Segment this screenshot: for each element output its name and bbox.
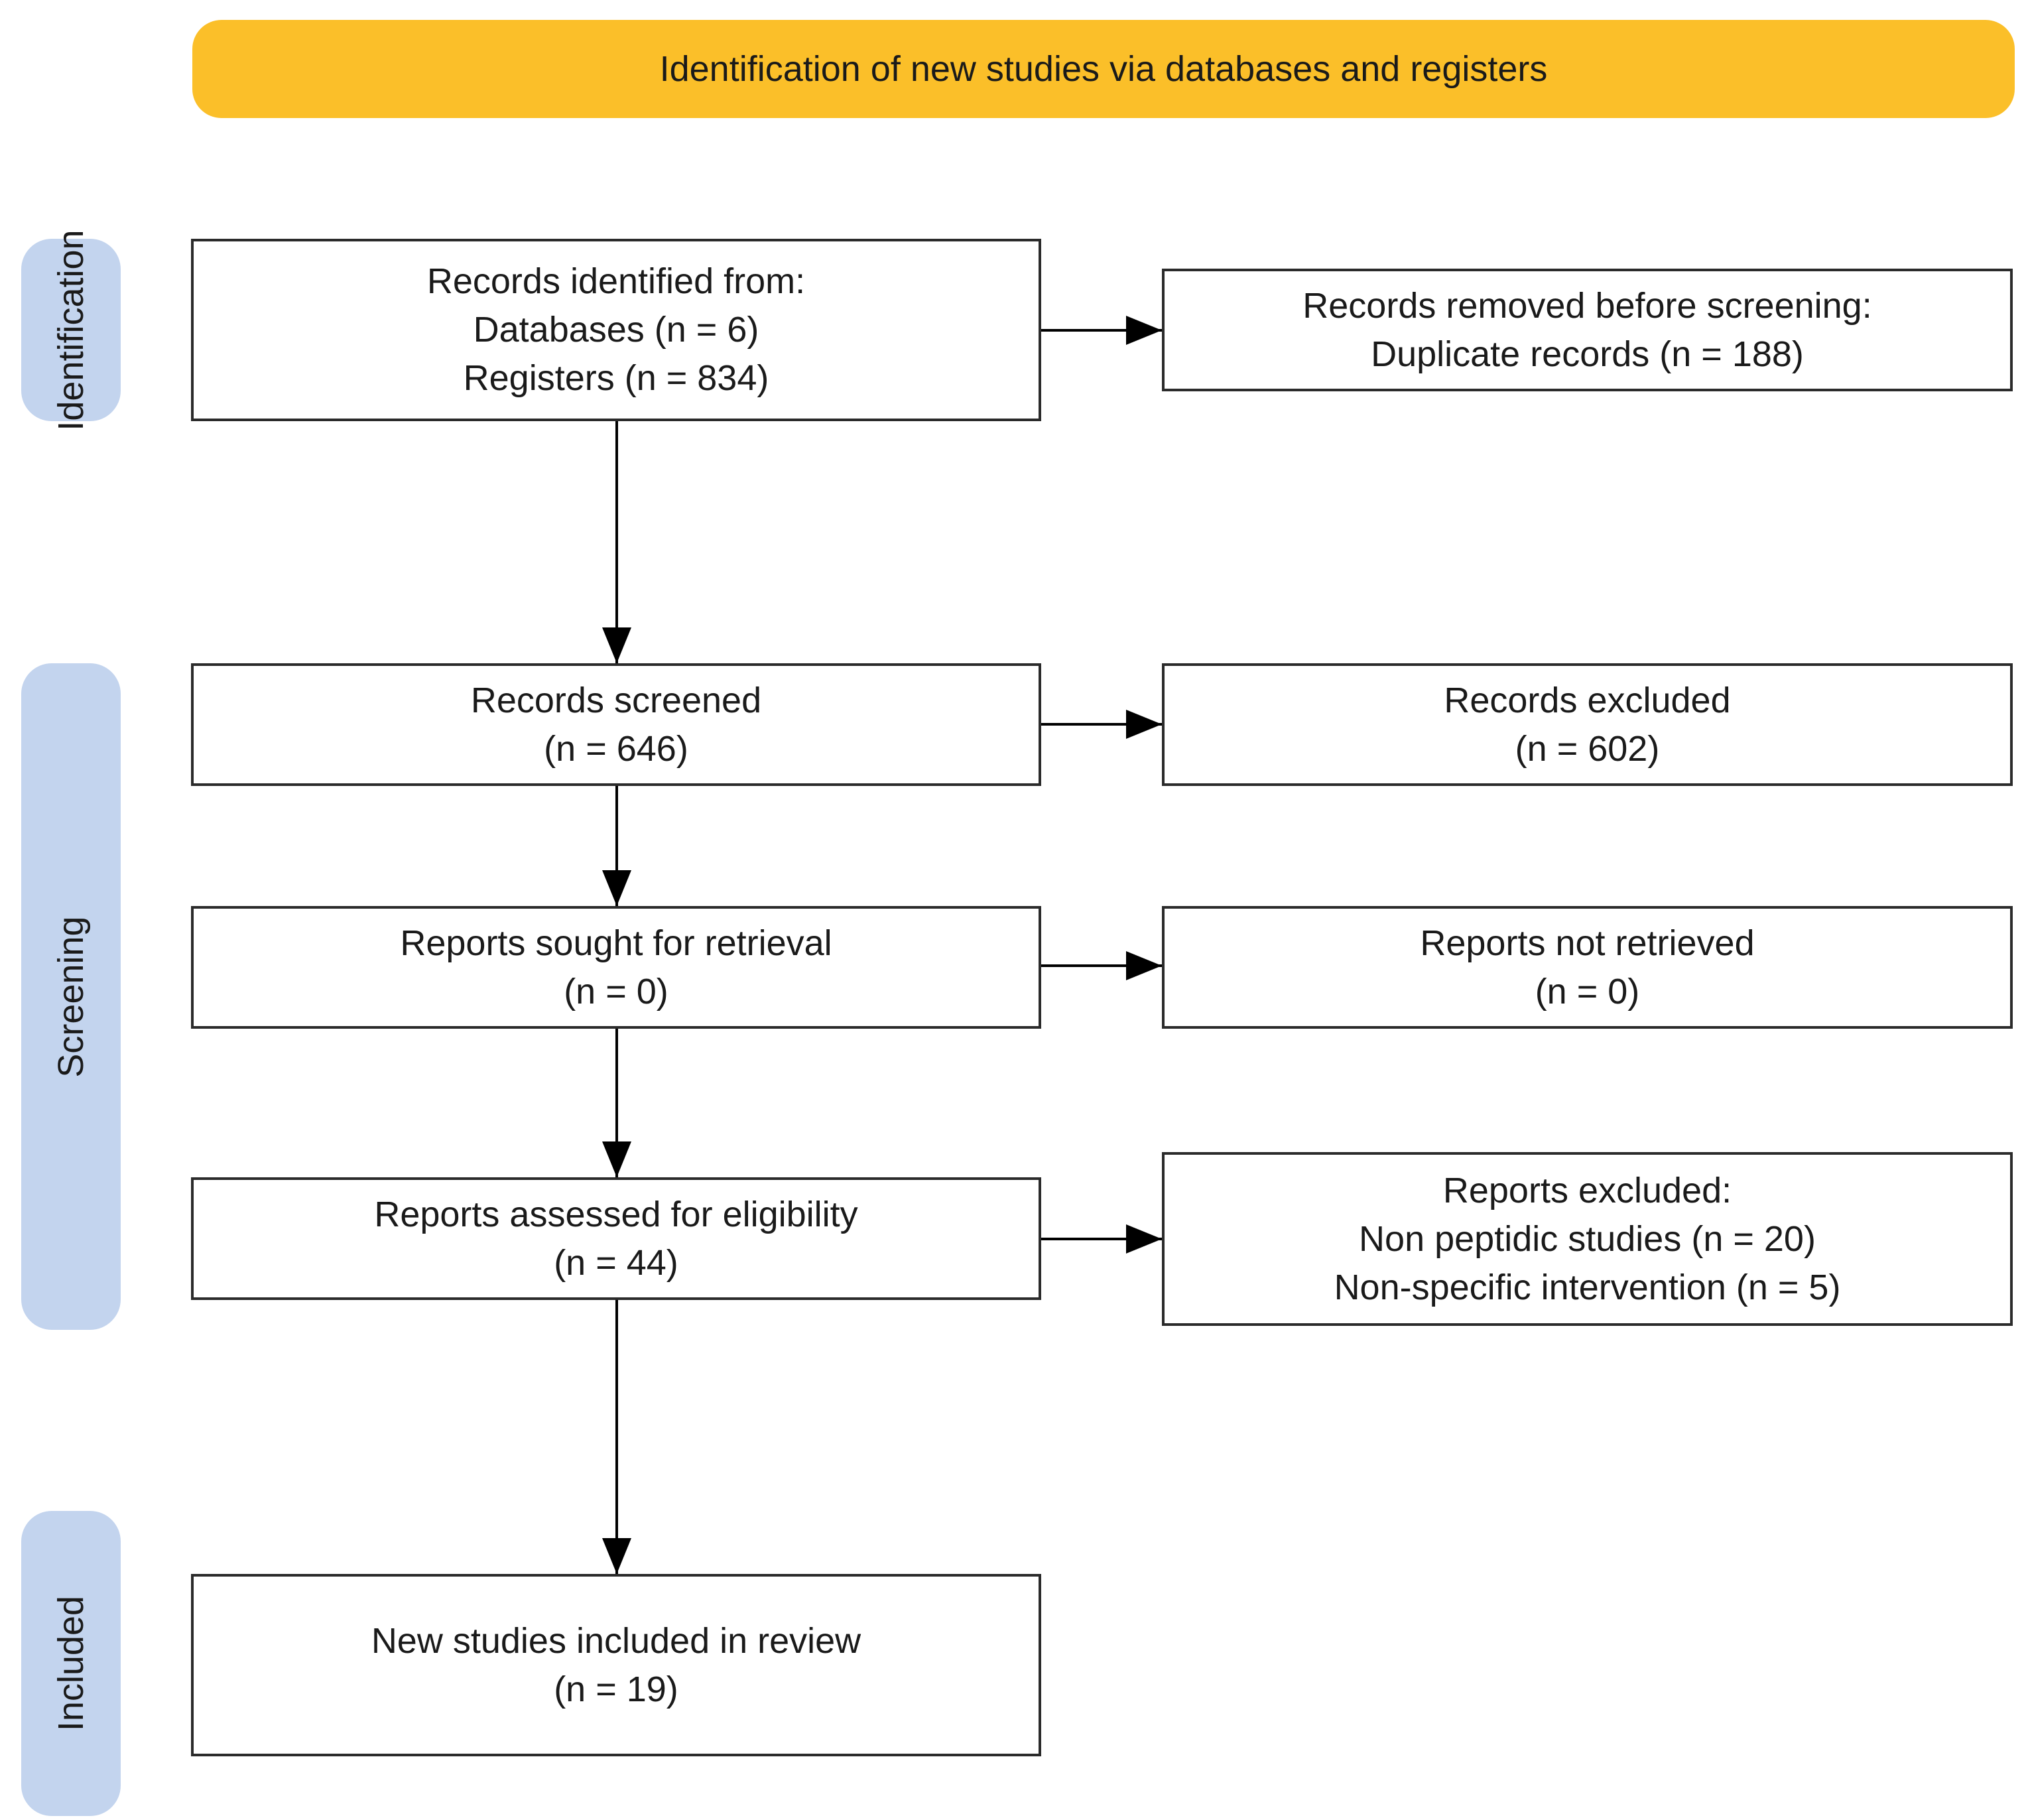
reports-assessed-title: Reports assessed for eligibility <box>374 1194 858 1234</box>
arrowhead-right-4 <box>1126 1224 1162 1254</box>
records-removed-duplicates: Duplicate records (n = 188) <box>1371 334 1804 374</box>
header-banner: Identification of new studies via databa… <box>192 20 2015 118</box>
records-excluded-count: (n = 602) <box>1515 728 1660 769</box>
studies-included-title: New studies included in review <box>371 1620 861 1661</box>
arrowhead-right-1 <box>1126 316 1162 345</box>
reports-sought-box: Reports sought for retrieval (n = 0) <box>191 906 1041 1029</box>
records-screened-count: (n = 646) <box>544 728 688 769</box>
records-screened-title: Records screened <box>470 680 762 720</box>
records-removed-title: Records removed before screening: <box>1302 285 1872 326</box>
reports-assessed-count: (n = 44) <box>554 1242 678 1283</box>
reports-not-retrieved-title: Reports not retrieved <box>1420 923 1755 963</box>
arrowhead-down-3 <box>602 1141 631 1177</box>
reports-not-retrieved-box: Reports not retrieved (n = 0) <box>1162 906 2013 1029</box>
arrowhead-right-2 <box>1126 710 1162 739</box>
reports-excluded-box: Reports excluded: Non peptidic studies (… <box>1162 1152 2013 1326</box>
phase-bar-identification: Identification <box>21 229 121 430</box>
reports-excluded-title: Reports excluded: <box>1442 1170 1732 1210</box>
records-removed-box: Records removed before screening: Duplic… <box>1162 269 2013 391</box>
studies-included-count: (n = 19) <box>554 1669 678 1709</box>
arrowhead-right-3 <box>1126 951 1162 980</box>
phase-bar-included: Included <box>21 1511 121 1816</box>
reports-sought-count: (n = 0) <box>564 971 668 1011</box>
reports-not-retrieved-count: (n = 0) <box>1535 971 1640 1011</box>
reports-sought-title: Reports sought for retrieval <box>400 923 832 963</box>
records-excluded-box: Records excluded (n = 602) <box>1162 663 2013 786</box>
reports-assessed-box: Reports assessed for eligibility (n = 44… <box>191 1177 1041 1300</box>
reports-excluded-non-peptidic: Non peptidic studies (n = 20) <box>1359 1218 1816 1259</box>
records-identified-box: Records identified from: Databases (n = … <box>191 239 1041 421</box>
records-screened-box: Records screened (n = 646) <box>191 663 1041 786</box>
studies-included-box: New studies included in review (n = 19) <box>191 1574 1041 1756</box>
reports-excluded-non-specific: Non-specific intervention (n = 5) <box>1334 1267 1841 1307</box>
arrowhead-down-4 <box>602 1538 631 1574</box>
arrowhead-down-2 <box>602 870 631 906</box>
records-identified-title: Records identified from: <box>426 261 806 301</box>
header-title: Identification of new studies via databa… <box>659 49 1548 89</box>
arrowhead-down-1 <box>602 627 631 663</box>
phase-label-screening: Screening <box>51 915 91 1078</box>
records-identified-registers: Registers (n = 834) <box>463 358 769 398</box>
records-identified-databases: Databases (n = 6) <box>473 310 759 350</box>
phase-label-included: Included <box>51 1595 91 1732</box>
records-excluded-title: Records excluded <box>1444 680 1731 720</box>
phase-label-identification: Identification <box>51 229 91 431</box>
phase-bar-screening: Screening <box>21 663 121 1330</box>
